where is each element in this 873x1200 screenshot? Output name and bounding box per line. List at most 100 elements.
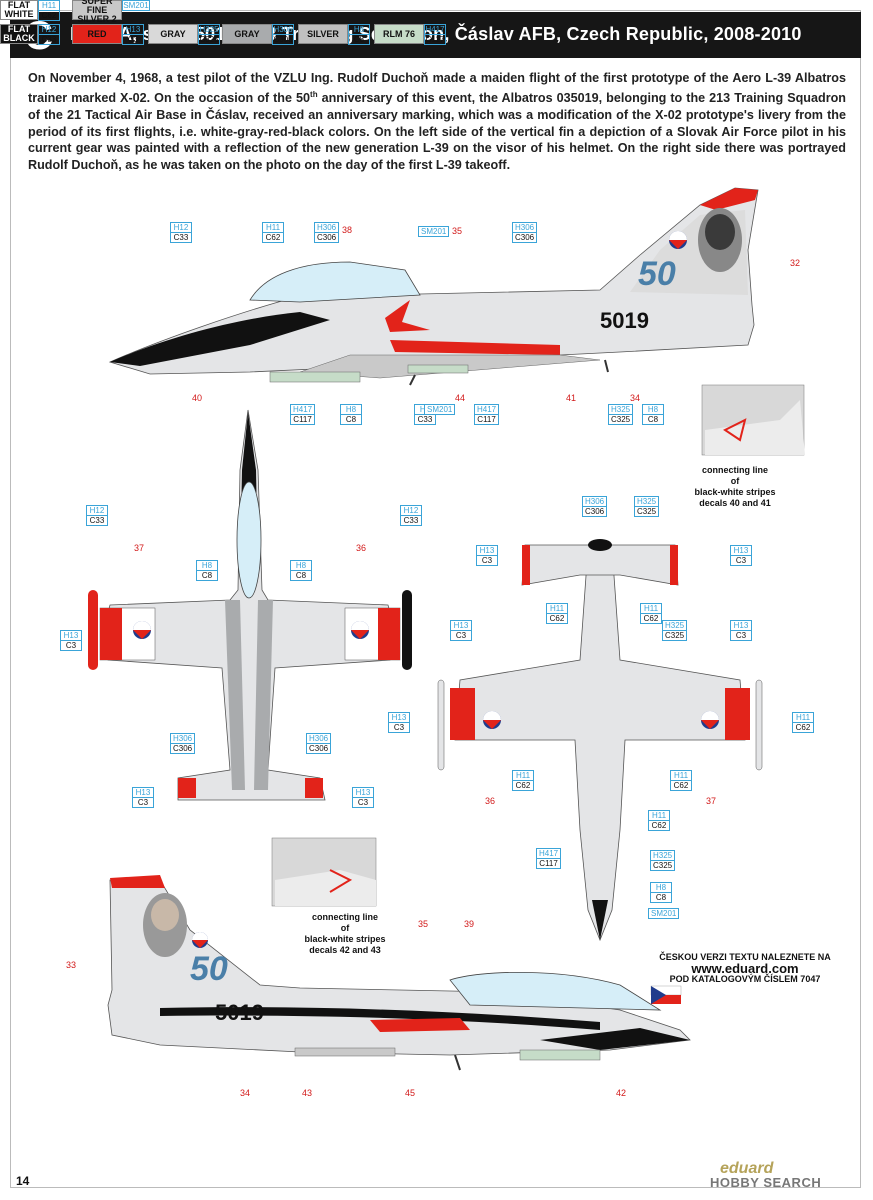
callout-h-code: H13: [476, 545, 498, 555]
legend-code: SM201: [122, 0, 150, 11]
legend-swatch: RED: [72, 24, 122, 44]
callout-c-code: C3: [388, 722, 410, 733]
callout-c-code: C33: [414, 414, 436, 425]
callout-h-code: H417: [290, 404, 316, 414]
decal-number: 38: [342, 225, 353, 235]
paint-callout: SM201: [424, 404, 456, 415]
decal-number: 34: [240, 1088, 251, 1098]
decal-number: 41: [566, 393, 577, 403]
callout-h-code: H13: [730, 545, 752, 555]
callout-c-code: C3: [450, 630, 472, 641]
callout-h-code: H8: [340, 404, 362, 414]
callout-h-code: H325: [608, 404, 634, 414]
hobby-search-watermark: HOBBY SEARCH: [710, 1175, 822, 1190]
callout-c-code: C62: [792, 722, 814, 733]
callout-h-code: H325: [650, 850, 676, 860]
callout-c-code: C62: [670, 780, 692, 791]
decal-number: 37: [706, 796, 717, 806]
paint-callout: SM201: [418, 226, 450, 237]
callout-h-code: SM201: [648, 908, 680, 919]
callout-h-code: H417: [474, 404, 500, 414]
callout-h-code: H11: [546, 603, 568, 613]
legend-swatch: GRAY: [148, 24, 198, 44]
callout-c-code: C33: [400, 515, 422, 526]
legend-swatch: RLM 76: [374, 24, 424, 44]
decal-number: 36: [485, 796, 496, 806]
top-view: [88, 409, 412, 801]
callout-c-code: C8: [196, 570, 218, 581]
tail-50-left: 50: [638, 255, 676, 293]
callout-h-code: H12: [400, 505, 422, 515]
callout-c-code: C117: [536, 858, 562, 869]
callout-c-code: C3: [352, 797, 374, 808]
callout-c-code: C62: [512, 780, 534, 791]
decal-number: 44: [455, 393, 466, 403]
callout-c-code: C8: [340, 414, 362, 425]
legend-swatch: FLAT WHITE: [0, 0, 38, 20]
callout-h-code: H306: [512, 222, 538, 232]
callout-h-code: H8: [196, 560, 218, 570]
callout-h-code: H325: [634, 496, 660, 506]
callout-c-code: C325: [634, 506, 660, 517]
decal-number: 35: [418, 919, 429, 929]
legend-swatch: FLAT BLACK: [0, 24, 38, 44]
callout-h-code: H12: [170, 222, 192, 232]
callout-c-code: C306: [314, 232, 340, 243]
callout-h-code: H13: [352, 787, 374, 797]
callout-h-code: SM201: [424, 404, 456, 415]
callout-c-code: C8: [650, 892, 672, 903]
legend-swatch: GRAY: [222, 24, 272, 44]
bottom-view: [437, 539, 763, 942]
callout-h-code: H13: [132, 787, 154, 797]
callout-c-code: C8: [290, 570, 312, 581]
paint-callout: SM201: [648, 908, 680, 919]
czech-version-note: ČESKOU VERZI TEXTU NALEZNETE NA www.edua…: [659, 952, 831, 984]
eduard-logo: eduard: [720, 1160, 774, 1177]
intro-paragraph: On November 4, 1968, a test pilot of the…: [28, 71, 846, 173]
callout-c-code: C33: [86, 515, 108, 526]
legend-swatch: SUPER FINE SILVER 2: [72, 0, 122, 23]
detail-inset-2: [271, 837, 377, 907]
callout-h-code: H11: [512, 770, 534, 780]
callout-h-code: SM201: [418, 226, 450, 237]
page-number: 14: [16, 1174, 30, 1188]
note-decals-40-41: connecting line of black-white stripes d…: [694, 465, 776, 508]
decal-number: 37: [134, 543, 145, 553]
legend-swatch: SILVER: [298, 24, 348, 44]
callout-h-code: H11: [792, 712, 814, 722]
callout-h-code: H11: [670, 770, 692, 780]
callout-c-code: C33: [170, 232, 192, 243]
callout-h-code: H11: [262, 222, 284, 232]
callout-c-code: C3: [730, 555, 752, 566]
decal-number: 36: [356, 543, 367, 553]
callout-c-code: C306: [306, 743, 332, 754]
decal-number: 43: [302, 1088, 313, 1098]
callout-c-code: C325: [662, 630, 688, 641]
